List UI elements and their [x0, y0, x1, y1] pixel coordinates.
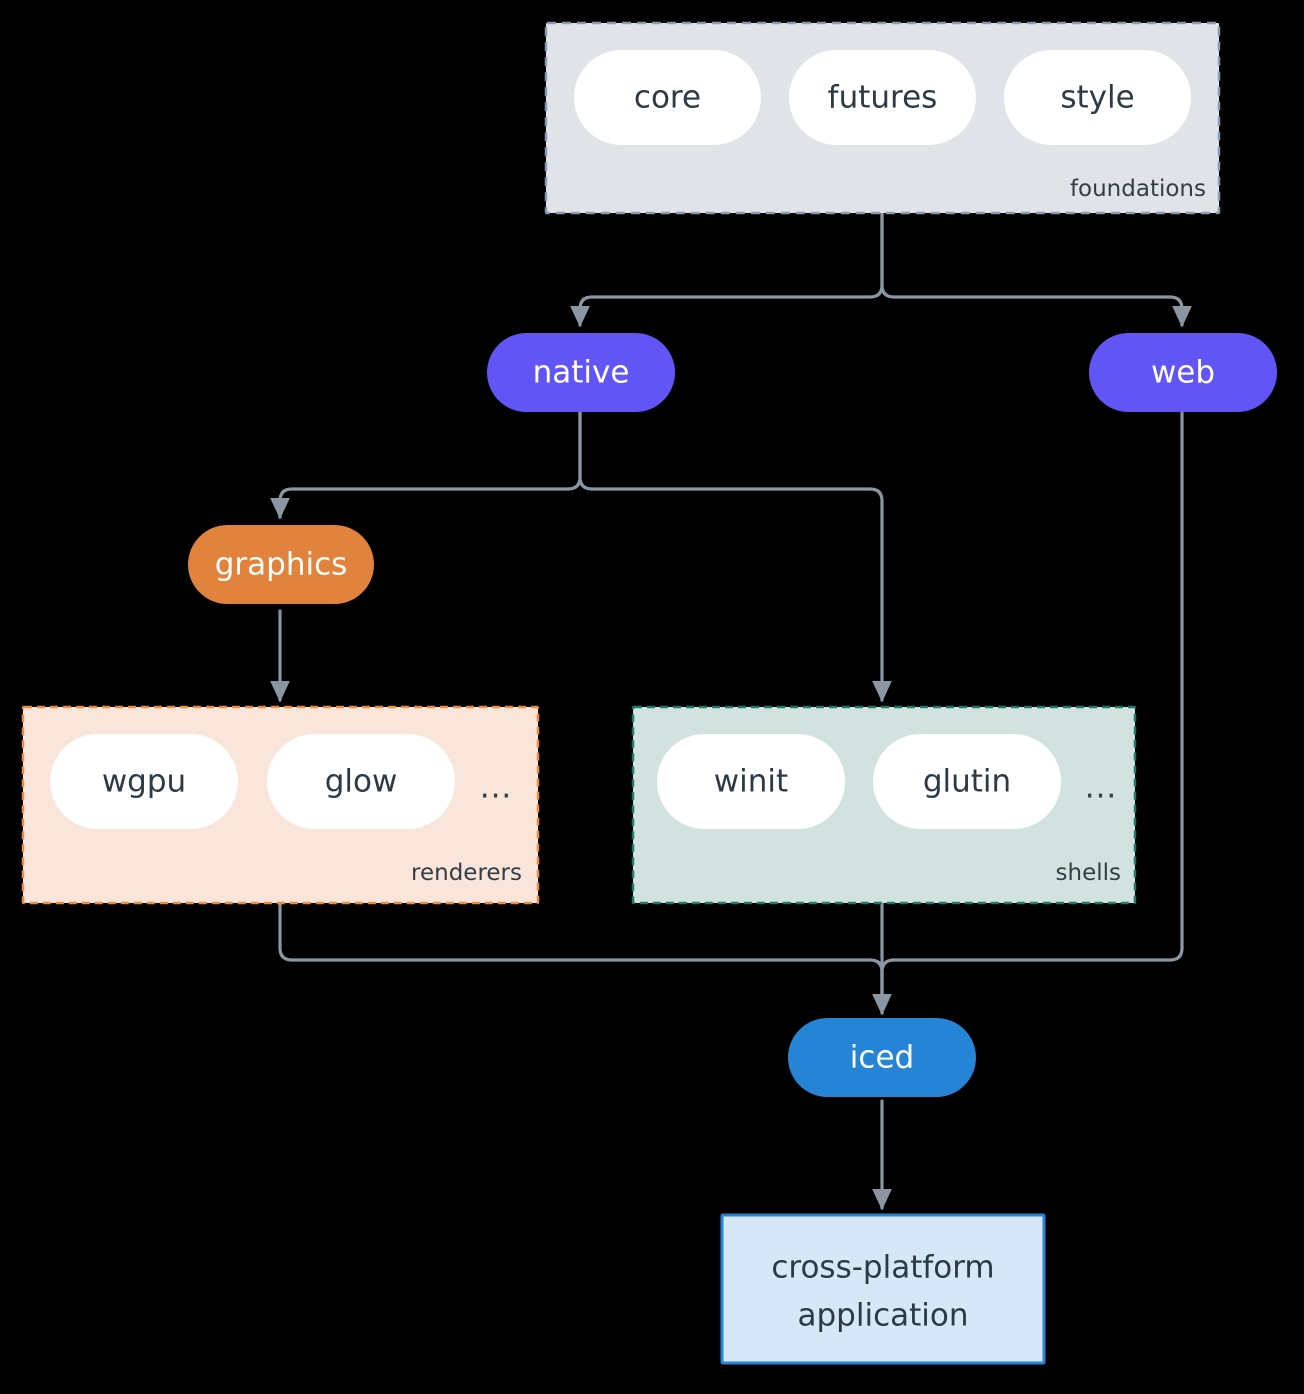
futures-pill[interactable]	[789, 50, 976, 145]
renderers-group-label: renderers	[411, 860, 522, 886]
edge-foundations-web	[880, 211, 1192, 328]
node-graphics[interactable]: graphics	[188, 525, 374, 604]
node-application[interactable]: cross-platform application	[720, 1213, 1046, 1365]
glow-label: glow	[325, 764, 398, 800]
web-shape[interactable]	[1089, 333, 1277, 412]
node-iced[interactable]: iced	[788, 1018, 976, 1097]
native-shape[interactable]	[487, 333, 675, 412]
shells-member-glutin[interactable]: glutin	[873, 734, 1061, 829]
application-shape[interactable]	[720, 1213, 1046, 1365]
group-renderers: wgpu glow ... renderers	[21, 705, 540, 905]
renderers-member-wgpu[interactable]: wgpu	[50, 734, 238, 829]
node-native[interactable]: native	[487, 333, 675, 412]
foundations-member-style[interactable]: style	[1004, 50, 1191, 145]
shells-group-label: shells	[1056, 860, 1121, 886]
edge-native-shells	[578, 410, 892, 703]
application-label-line1: cross-platform	[771, 1250, 994, 1286]
core-label: core	[634, 80, 701, 116]
glow-pill[interactable]	[267, 734, 455, 829]
futures-label: futures	[828, 80, 938, 116]
glutin-label: glutin	[923, 764, 1011, 800]
group-foundations: core futures style foundations	[544, 21, 1221, 215]
shells-ellipsis: ...	[1085, 770, 1118, 806]
foundations-member-futures[interactable]: futures	[789, 50, 976, 145]
iced-label: iced	[850, 1040, 914, 1076]
winit-pill[interactable]	[657, 734, 845, 829]
edge-renderers-iced	[278, 901, 884, 1005]
edge-foundations-native	[570, 211, 884, 328]
web-label: web	[1151, 355, 1215, 391]
foundations-member-core[interactable]: core	[574, 50, 761, 145]
renderers-member-glow[interactable]: glow	[267, 734, 455, 829]
iced-shape[interactable]	[788, 1018, 976, 1097]
winit-label: winit	[714, 764, 788, 800]
native-label: native	[533, 355, 630, 391]
style-label: style	[1060, 80, 1134, 116]
wgpu-label: wgpu	[102, 764, 186, 800]
core-pill[interactable]	[574, 50, 761, 145]
edge-native-graphics	[270, 410, 582, 520]
glutin-pill[interactable]	[873, 734, 1061, 829]
shells-member-winit[interactable]: winit	[657, 734, 845, 829]
group-shells: winit glutin ... shells	[631, 705, 1137, 905]
edges-layer	[270, 211, 1192, 1211]
graphics-label: graphics	[215, 547, 348, 583]
renderers-ellipsis: ...	[480, 770, 513, 806]
edge-web-iced	[880, 410, 1184, 1005]
node-web[interactable]: web	[1089, 333, 1277, 412]
style-pill[interactable]	[1004, 50, 1191, 145]
wgpu-pill[interactable]	[50, 734, 238, 829]
foundations-group-label: foundations	[1070, 176, 1206, 202]
application-label-line2: application	[798, 1298, 969, 1334]
graphics-shape[interactable]	[188, 525, 374, 604]
